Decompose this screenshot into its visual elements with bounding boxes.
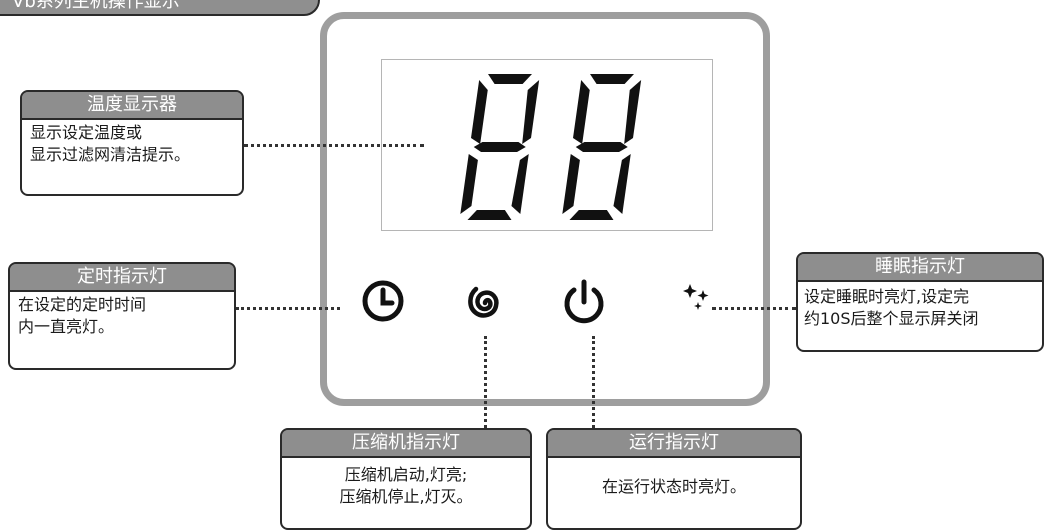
callout-text: 设定睡眠时亮灯,设定完 约10S后整个显示屏关闭 — [804, 287, 979, 328]
callout-timer-indicator: 定时指示灯 在设定的定时时间 内一直亮灯。 — [8, 262, 236, 370]
clock-icon — [362, 280, 404, 322]
digit-1 — [460, 74, 540, 220]
callout-run-indicator: 运行指示灯 在运行状态时亮灯。 — [546, 428, 802, 530]
spiral-icon — [468, 286, 499, 318]
callout-title: 压缩机指示灯 — [282, 430, 530, 458]
callout-text: 压缩机启动,灯亮; 压缩机停止,灯灭。 — [339, 465, 473, 506]
leader-timer — [236, 307, 340, 310]
callout-title: 温度显示器 — [22, 92, 242, 120]
digit-2 — [562, 74, 642, 220]
callout-title: 睡眠指示灯 — [798, 254, 1042, 282]
callout-title: 定时指示灯 — [10, 264, 234, 292]
display-window: 88 — [381, 59, 713, 231]
callout-text: 在设定的定时时间 内一直亮灯。 — [18, 295, 147, 336]
seven-segment-display: 88 — [460, 74, 642, 220]
leader-run — [592, 336, 595, 428]
leader-temperature — [244, 144, 424, 147]
control-panel: 88 — [320, 12, 770, 406]
leader-compressor — [484, 336, 487, 428]
callout-compressor-indicator: 压缩机指示灯 压缩机启动,灯亮; 压缩机停止,灯灭。 — [280, 428, 532, 530]
callout-title: 运行指示灯 — [548, 430, 800, 458]
leader-sleep — [712, 307, 796, 310]
callout-sleep-indicator: 睡眠指示灯 设定睡眠时亮灯,设定完 约10S后整个显示屏关闭 — [796, 252, 1044, 352]
power-icon — [564, 279, 604, 324]
page-title: Vb系列主机操作显示 — [0, 0, 320, 16]
callout-text: 显示设定温度或 显示过滤网清洁提示。 — [30, 123, 191, 164]
callout-text: 在运行状态时亮灯。 — [601, 477, 746, 496]
callout-temperature-display: 温度显示器 显示设定温度或 显示过滤网清洁提示。 — [20, 90, 244, 196]
moon-stars-icon — [669, 280, 709, 320]
